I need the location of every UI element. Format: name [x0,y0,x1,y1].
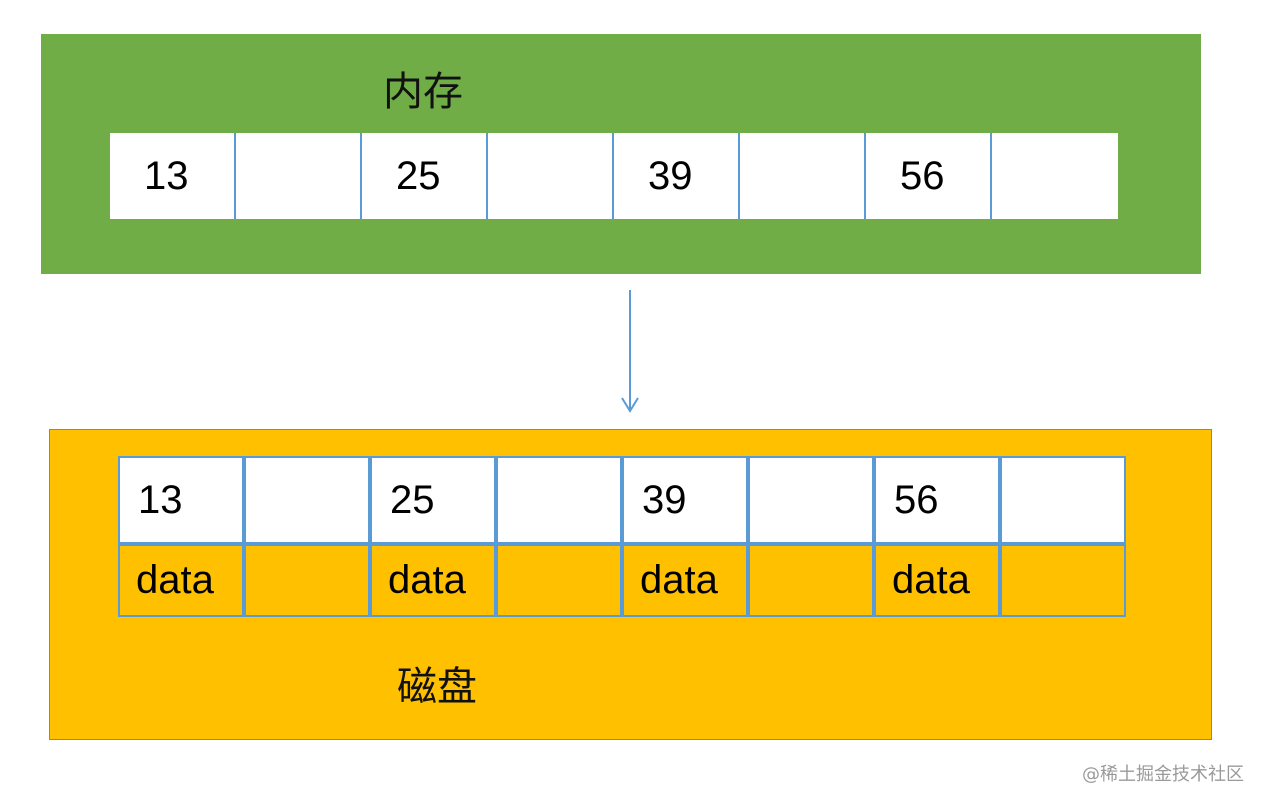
watermark: @稀土掘金技术社区 [1082,764,1244,785]
disk-empty-cell [1000,544,1126,617]
disk-data-cell: data [118,544,244,617]
disk-empty-cell [748,544,874,617]
memory-cell-row: 13 25 39 56 [110,133,1118,219]
memory-pointer-cell [992,133,1118,219]
disk-label: 磁盘 [397,664,477,710]
memory-pointer-cell [740,133,866,219]
disk-pointer-cell [244,456,370,544]
disk-node: 56 data [874,456,1126,617]
disk-pointer-cell [496,456,622,544]
disk-node: 39 data [622,456,874,617]
memory-pointer-cell [488,133,614,219]
disk-key-cell: 56 [874,456,1000,544]
disk-data-cell: data [370,544,496,617]
down-arrow-icon [621,290,639,413]
disk-node-row: 13 data 25 data 39 data 56 data [118,456,1126,617]
disk-node: 25 data [370,456,622,617]
memory-pointer-cell [236,133,362,219]
memory-key-cell: 13 [110,133,236,219]
disk-key-cell: 25 [370,456,496,544]
disk-pointer-cell [748,456,874,544]
memory-key-cell: 25 [362,133,488,219]
disk-pointer-cell [1000,456,1126,544]
memory-label: 内存 [383,69,463,115]
disk-key-cell: 13 [118,456,244,544]
memory-key-cell: 56 [866,133,992,219]
disk-empty-cell [244,544,370,617]
disk-key-cell: 39 [622,456,748,544]
disk-data-cell: data [622,544,748,617]
disk-data-cell: data [874,544,1000,617]
disk-node: 13 data [118,456,370,617]
disk-empty-cell [496,544,622,617]
memory-key-cell: 39 [614,133,740,219]
